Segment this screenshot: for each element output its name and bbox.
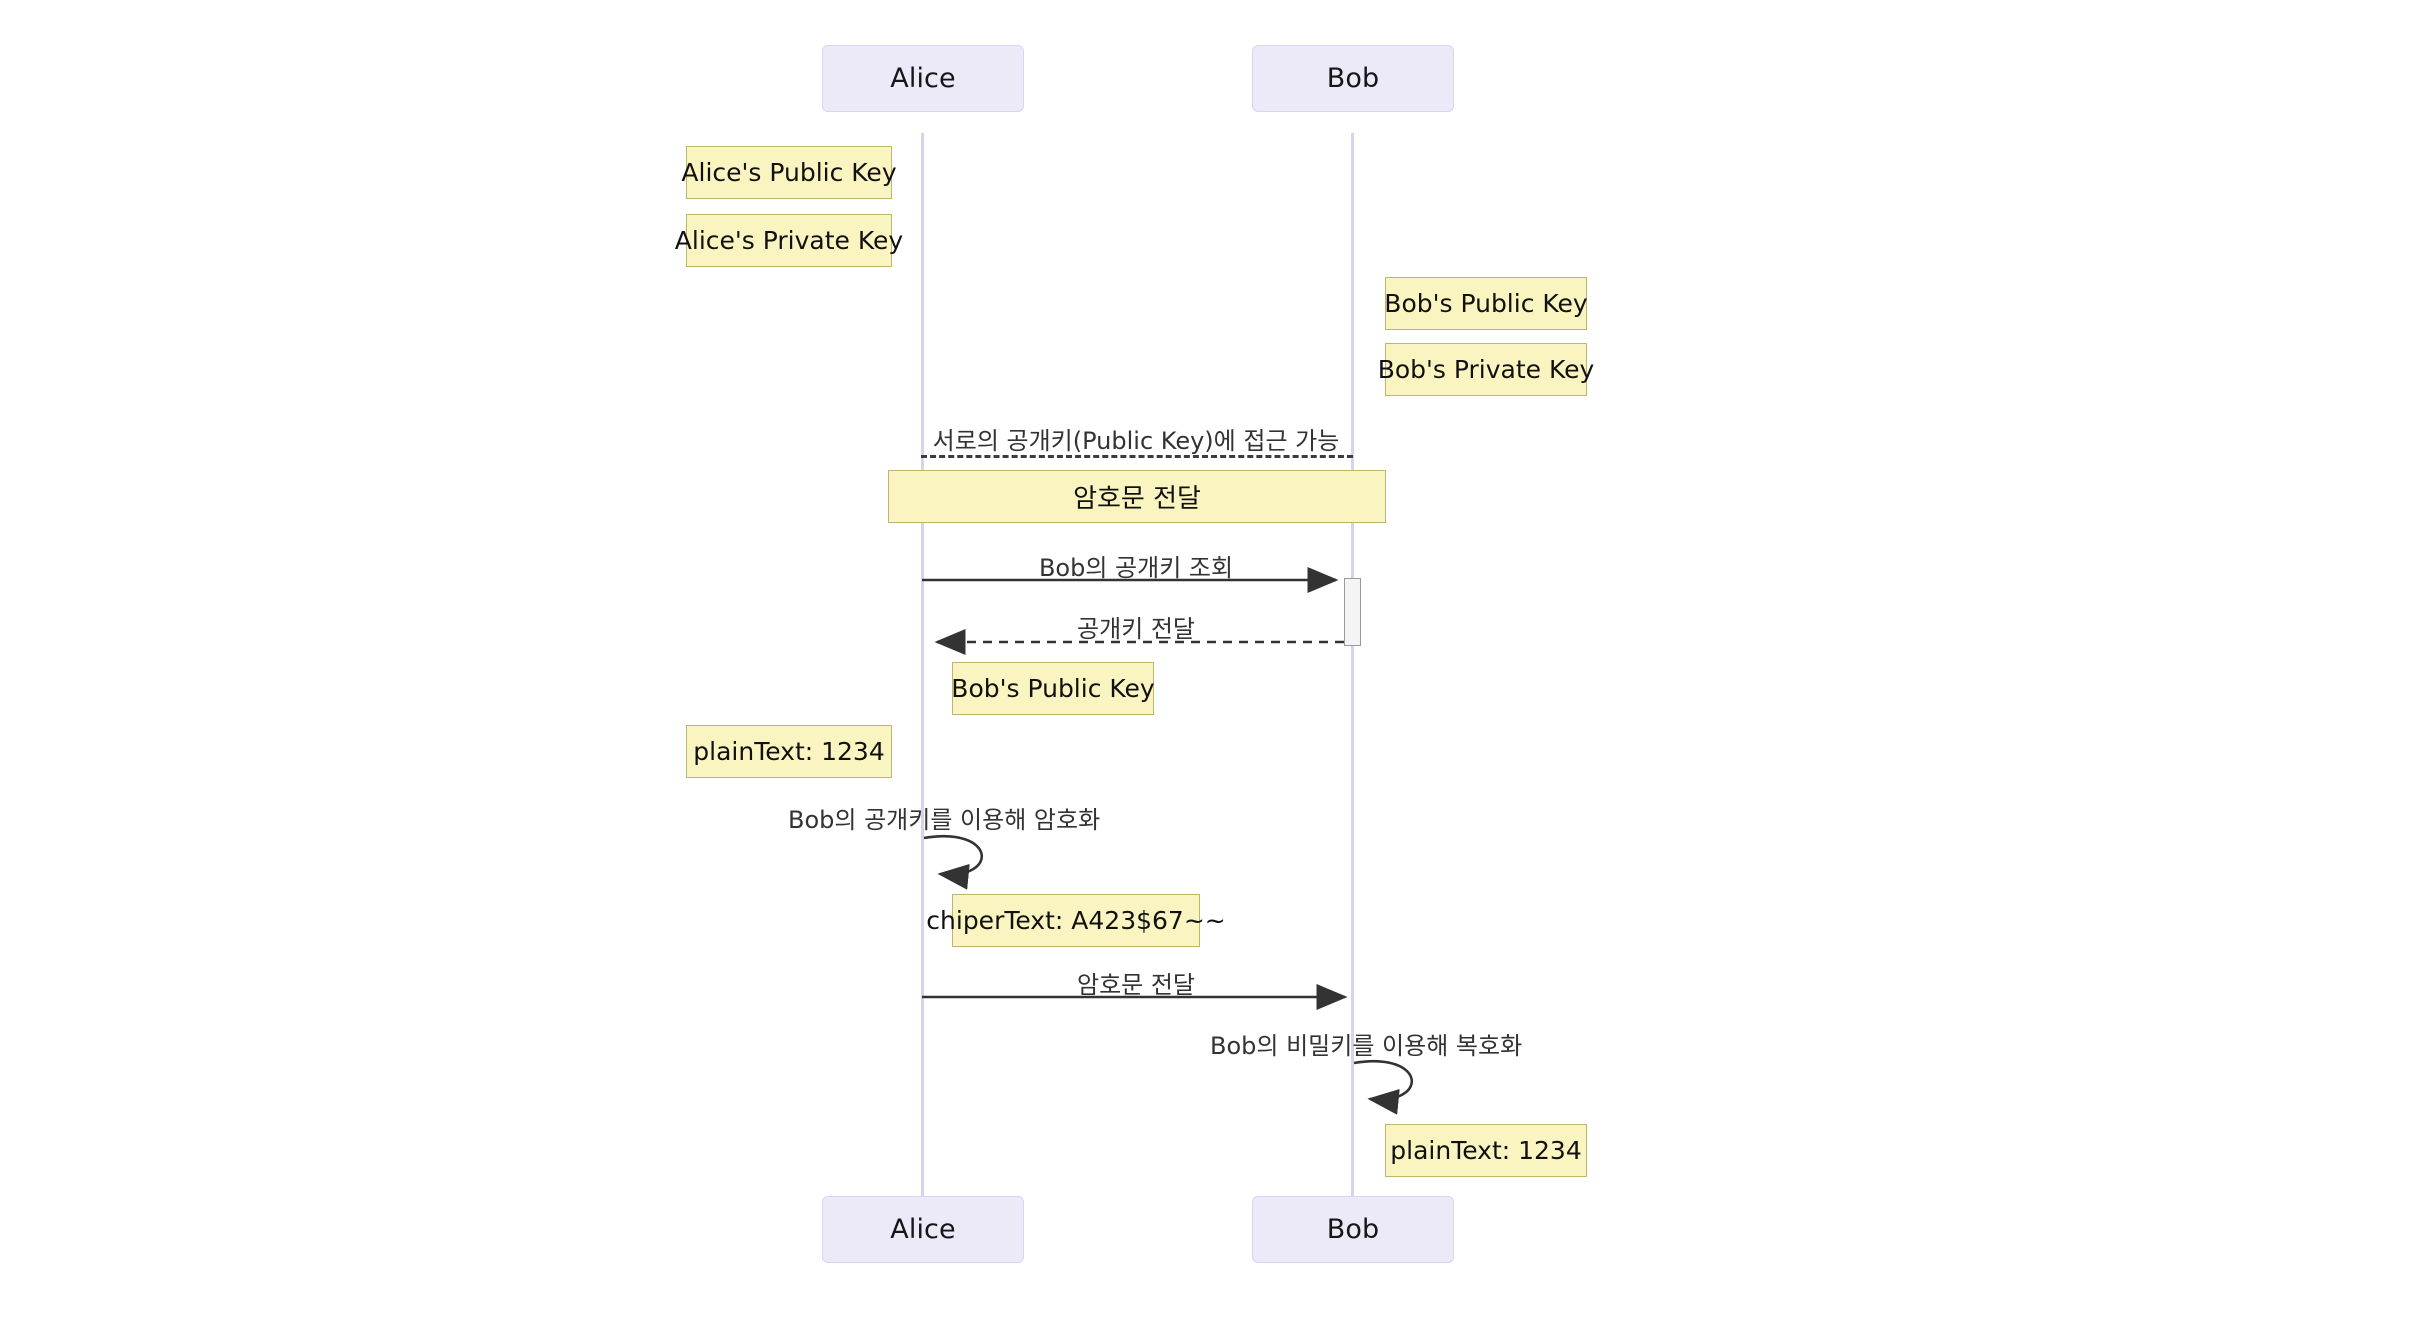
actor-bob-top-label: Bob (1326, 63, 1380, 94)
lifeline-bob (1351, 133, 1354, 1196)
note-chipertext-label: chiperText: A423$67~~ (926, 906, 1226, 935)
actor-alice-bottom[interactable]: Alice (822, 1196, 1024, 1263)
message-label-mutual-access: 서로의 공개키(Public Key)에 접근 가능 (921, 421, 1351, 456)
message-label-deliver-public-key: 공개키 전달 (921, 609, 1351, 644)
message-label-decrypt: Bob의 비밀키를 이용해 복호화 (1210, 1026, 1522, 1061)
note-bob-private-key-label: Bob's Private Key (1377, 355, 1595, 384)
note-bob-public-key-label: Bob's Public Key (1384, 289, 1588, 318)
message-label-send-ciphertext: 암호문 전달 (921, 965, 1351, 1000)
note-alice-public-key-label: Alice's Public Key (681, 158, 897, 187)
note-alice-public-key[interactable]: Alice's Public Key (681, 146, 897, 199)
message-label-encrypt: Bob의 공개키를 이용해 암호화 (788, 800, 1100, 835)
send-ciphertext-text: 암호문 전달 (1076, 971, 1196, 999)
note-bob-public-key[interactable]: Bob's Public Key (1384, 277, 1588, 330)
note-plaintext-alice[interactable]: plainText: 1234 (686, 725, 892, 778)
actor-bob-bottom-label: Bob (1326, 1214, 1380, 1245)
actor-alice-top-label: Alice (890, 63, 956, 94)
arrow-self-decrypt (1353, 1060, 1413, 1115)
actor-alice-bottom-label: Alice (890, 1214, 956, 1245)
note-ciphertext-section[interactable]: 암호문 전달 (888, 470, 1386, 523)
lifeline-alice (921, 133, 924, 1196)
deliver-public-key-text: 공개키 전달 (1076, 615, 1196, 643)
encrypt-text: Bob의 공개키를 이용해 암호화 (788, 806, 1101, 834)
note-plaintext-alice-label: plainText: 1234 (693, 737, 885, 766)
mutual-access-text: 서로의 공개키(Public Key)에 접근 가능 (932, 427, 1340, 455)
note-bob-private-key[interactable]: Bob's Private Key (1378, 343, 1594, 396)
note-bob-public-key-received-label: Bob's Public Key (951, 674, 1155, 703)
note-plaintext-bob-label: plainText: 1234 (1390, 1136, 1582, 1165)
note-bob-public-key-received[interactable]: Bob's Public Key (951, 662, 1155, 715)
actor-alice-top[interactable]: Alice (822, 45, 1024, 112)
note-plaintext-bob[interactable]: plainText: 1234 (1385, 1124, 1587, 1177)
actor-bob-top[interactable]: Bob (1252, 45, 1454, 112)
note-ciphertext-section-label: 암호문 전달 (1073, 484, 1201, 514)
decrypt-text: Bob의 비밀키를 이용해 복호화 (1210, 1032, 1523, 1060)
actor-bob-bottom[interactable]: Bob (1252, 1196, 1454, 1263)
note-chipertext[interactable]: chiperText: A423$67~~ (926, 894, 1226, 947)
lookup-public-key-text: Bob의 공개키 조회 (1038, 554, 1234, 582)
note-alice-private-key[interactable]: Alice's Private Key (675, 214, 903, 267)
arrow-self-encrypt (923, 835, 983, 890)
note-alice-private-key-label: Alice's Private Key (674, 226, 904, 255)
message-label-lookup-public-key: Bob의 공개키 조회 (921, 548, 1351, 583)
activation-bar-bob (1344, 578, 1361, 646)
separator-divider (921, 455, 1353, 458)
